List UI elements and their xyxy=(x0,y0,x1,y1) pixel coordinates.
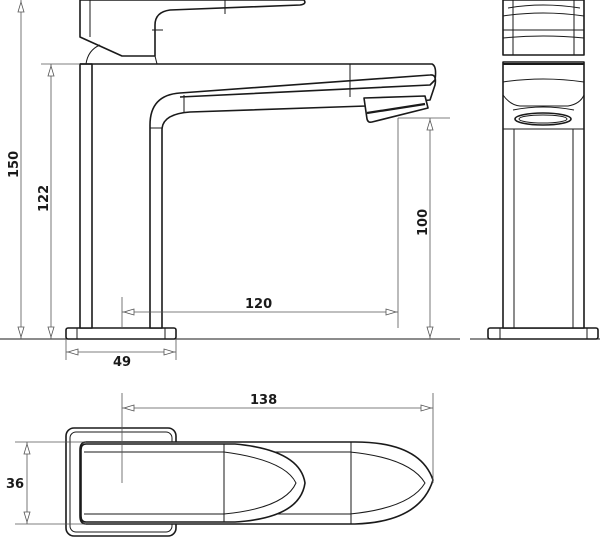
dim-body-height: 122 xyxy=(37,63,80,339)
lever-plan xyxy=(80,443,306,523)
dim-body-depth: 36 xyxy=(6,441,86,525)
dim-spout-clearance: 100 xyxy=(397,117,450,339)
body-column xyxy=(79,63,93,329)
base-plate xyxy=(65,327,177,340)
dim-overall-length: 138 xyxy=(121,393,434,483)
label-122: 122 xyxy=(37,185,52,212)
label-120: 120 xyxy=(245,297,272,312)
dim-spout-projection: 120 xyxy=(121,297,398,328)
front-view xyxy=(487,0,599,340)
label-150: 150 xyxy=(7,151,22,178)
dim-base-width: 49 xyxy=(65,339,177,370)
lever-handle xyxy=(79,0,306,57)
label-138: 138 xyxy=(250,393,277,408)
label-49: 49 xyxy=(113,355,131,370)
side-view xyxy=(65,0,437,340)
label-100: 100 xyxy=(416,209,431,236)
plan-view xyxy=(65,427,434,537)
dim-total-height: 150 xyxy=(7,0,25,339)
label-36: 36 xyxy=(6,477,24,492)
